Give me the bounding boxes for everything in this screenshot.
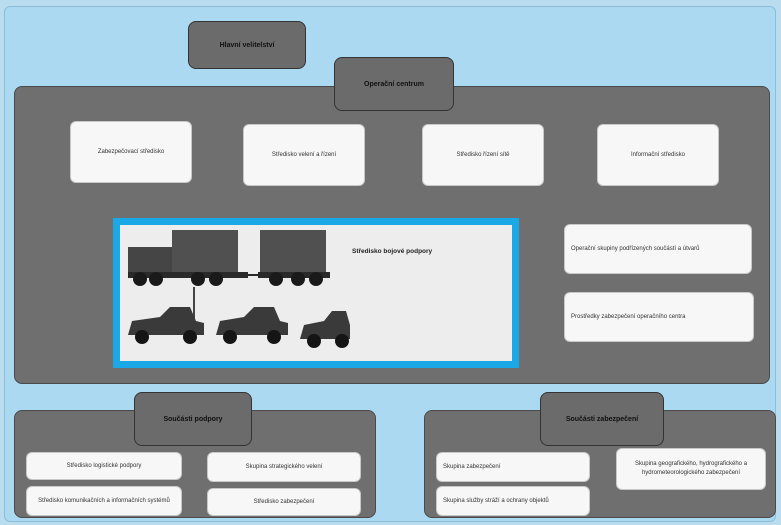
ops-box-network: Středisko řízení sítě [422, 124, 544, 186]
subordinate-ops-groups-box: Operační skupiny podřízených součástí a … [564, 224, 752, 274]
security-center-box: Středisko zabezpečení [207, 488, 361, 516]
jeep-icon [300, 311, 350, 348]
security-group-box: Skupina zabezpečení [436, 452, 590, 482]
logistics-support-box: Středisko logistické podpory [26, 452, 182, 480]
ops-box-command: Středisko velení a řízení [243, 124, 365, 186]
headquarters-tag: Hlavní velitelství [188, 21, 306, 69]
ops-center-support-means-box: Prostředky zabezpečení operačního centra [564, 292, 754, 342]
jeep-icon [128, 287, 204, 344]
strategic-command-box: Skupina strategického velení [207, 452, 361, 482]
geo-hydro-group-box: Skupina geografického, hydrografického a… [616, 448, 766, 490]
security-components-tag: Součásti zabezpečení [540, 392, 664, 446]
vehicle-illustration [128, 230, 350, 348]
support-components-tag: Součásti podpory [134, 392, 252, 446]
truck-icon [128, 230, 248, 286]
operations-center-tag: Operační centrum [334, 57, 454, 111]
guard-service-group-box: Skupina služby stráží a ochrany objektů [436, 486, 590, 516]
ops-box-information: Informační středisko [597, 124, 719, 186]
combat-support-center-label: Středisko bojové podpory [352, 248, 433, 255]
cis-center-box: Středisko komunikačních a informačních s… [26, 486, 182, 516]
trailer-icon [238, 230, 330, 286]
ops-box-security: Zabezpečovací středisko [70, 121, 192, 183]
jeep-icon [216, 307, 288, 344]
